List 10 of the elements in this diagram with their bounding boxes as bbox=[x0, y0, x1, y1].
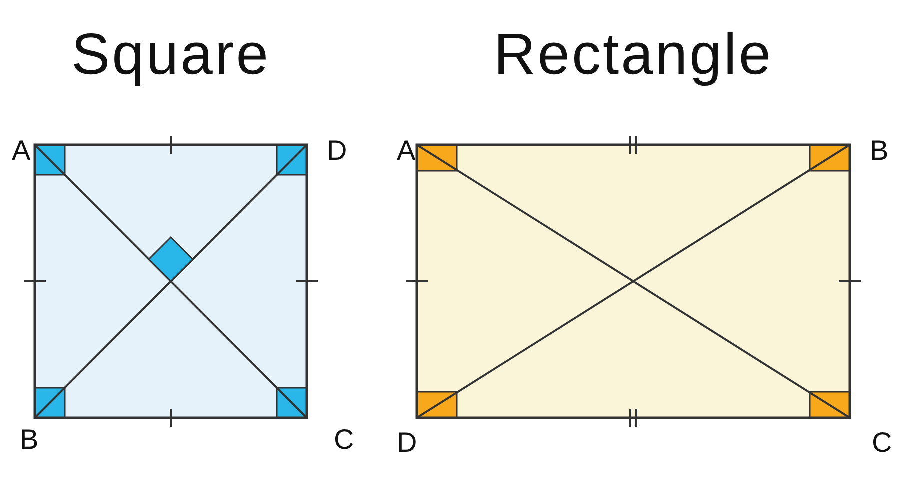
shape-heading: Square bbox=[70, 22, 272, 88]
vertex-label: B bbox=[20, 425, 39, 455]
vertex-label: A bbox=[12, 136, 31, 166]
vertex-label: C bbox=[872, 428, 892, 458]
vertex-label: D bbox=[397, 428, 418, 458]
vertex-label: B bbox=[870, 136, 889, 166]
shape-heading: Rectangle bbox=[492, 22, 774, 88]
vertex-label: D bbox=[327, 136, 348, 166]
vertex-label: A bbox=[397, 136, 416, 166]
vertex-label: C bbox=[334, 425, 354, 455]
